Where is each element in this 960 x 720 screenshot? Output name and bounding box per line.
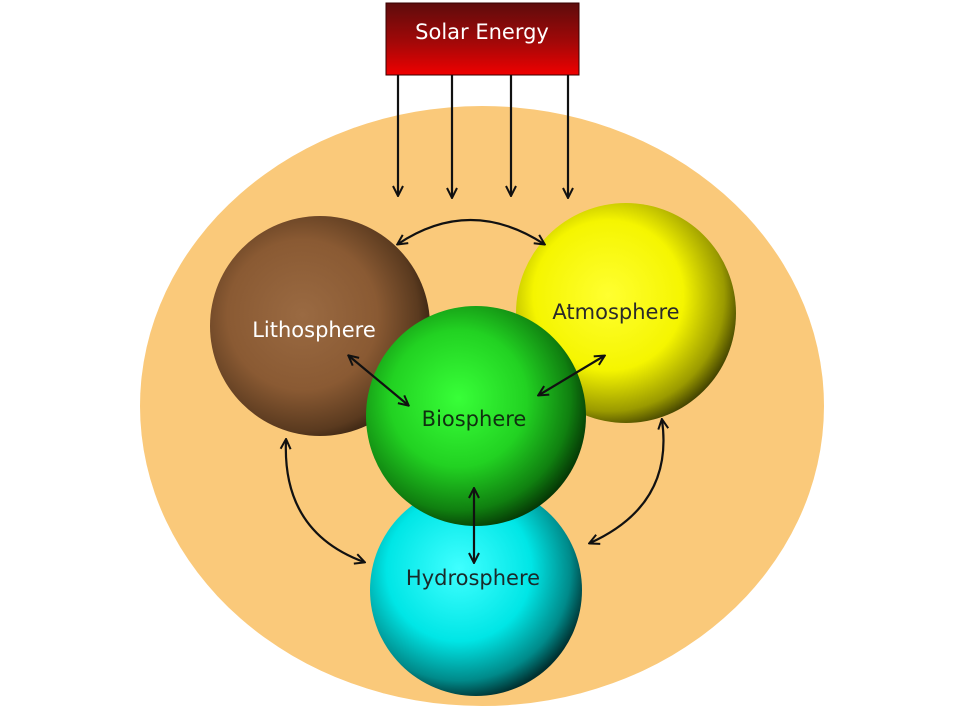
- hydrosphere-sphere: Hydrosphere: [370, 484, 582, 696]
- solar-ray-arrows: [398, 75, 568, 197]
- lithosphere-label: Lithosphere: [252, 318, 376, 342]
- atmosphere-biosphere-arrow: [539, 356, 604, 395]
- lithosphere-biosphere-arrow: [349, 356, 408, 405]
- lithosphere-hydrosphere-arrow: [286, 440, 364, 562]
- atmosphere-label: Atmosphere: [552, 300, 679, 324]
- hydrosphere-label: Hydrosphere: [406, 566, 540, 590]
- solar-energy-label: Solar Energy: [415, 20, 549, 44]
- biosphere-sphere: Biosphere: [366, 306, 586, 526]
- interaction-arrows: [286, 219, 664, 562]
- lithosphere-atmosphere-arrow: [398, 219, 544, 244]
- biosphere-label: Biosphere: [422, 407, 527, 431]
- solar-energy-box: Solar Energy: [385, 2, 580, 76]
- atmosphere-hydrosphere-arrow: [590, 420, 664, 543]
